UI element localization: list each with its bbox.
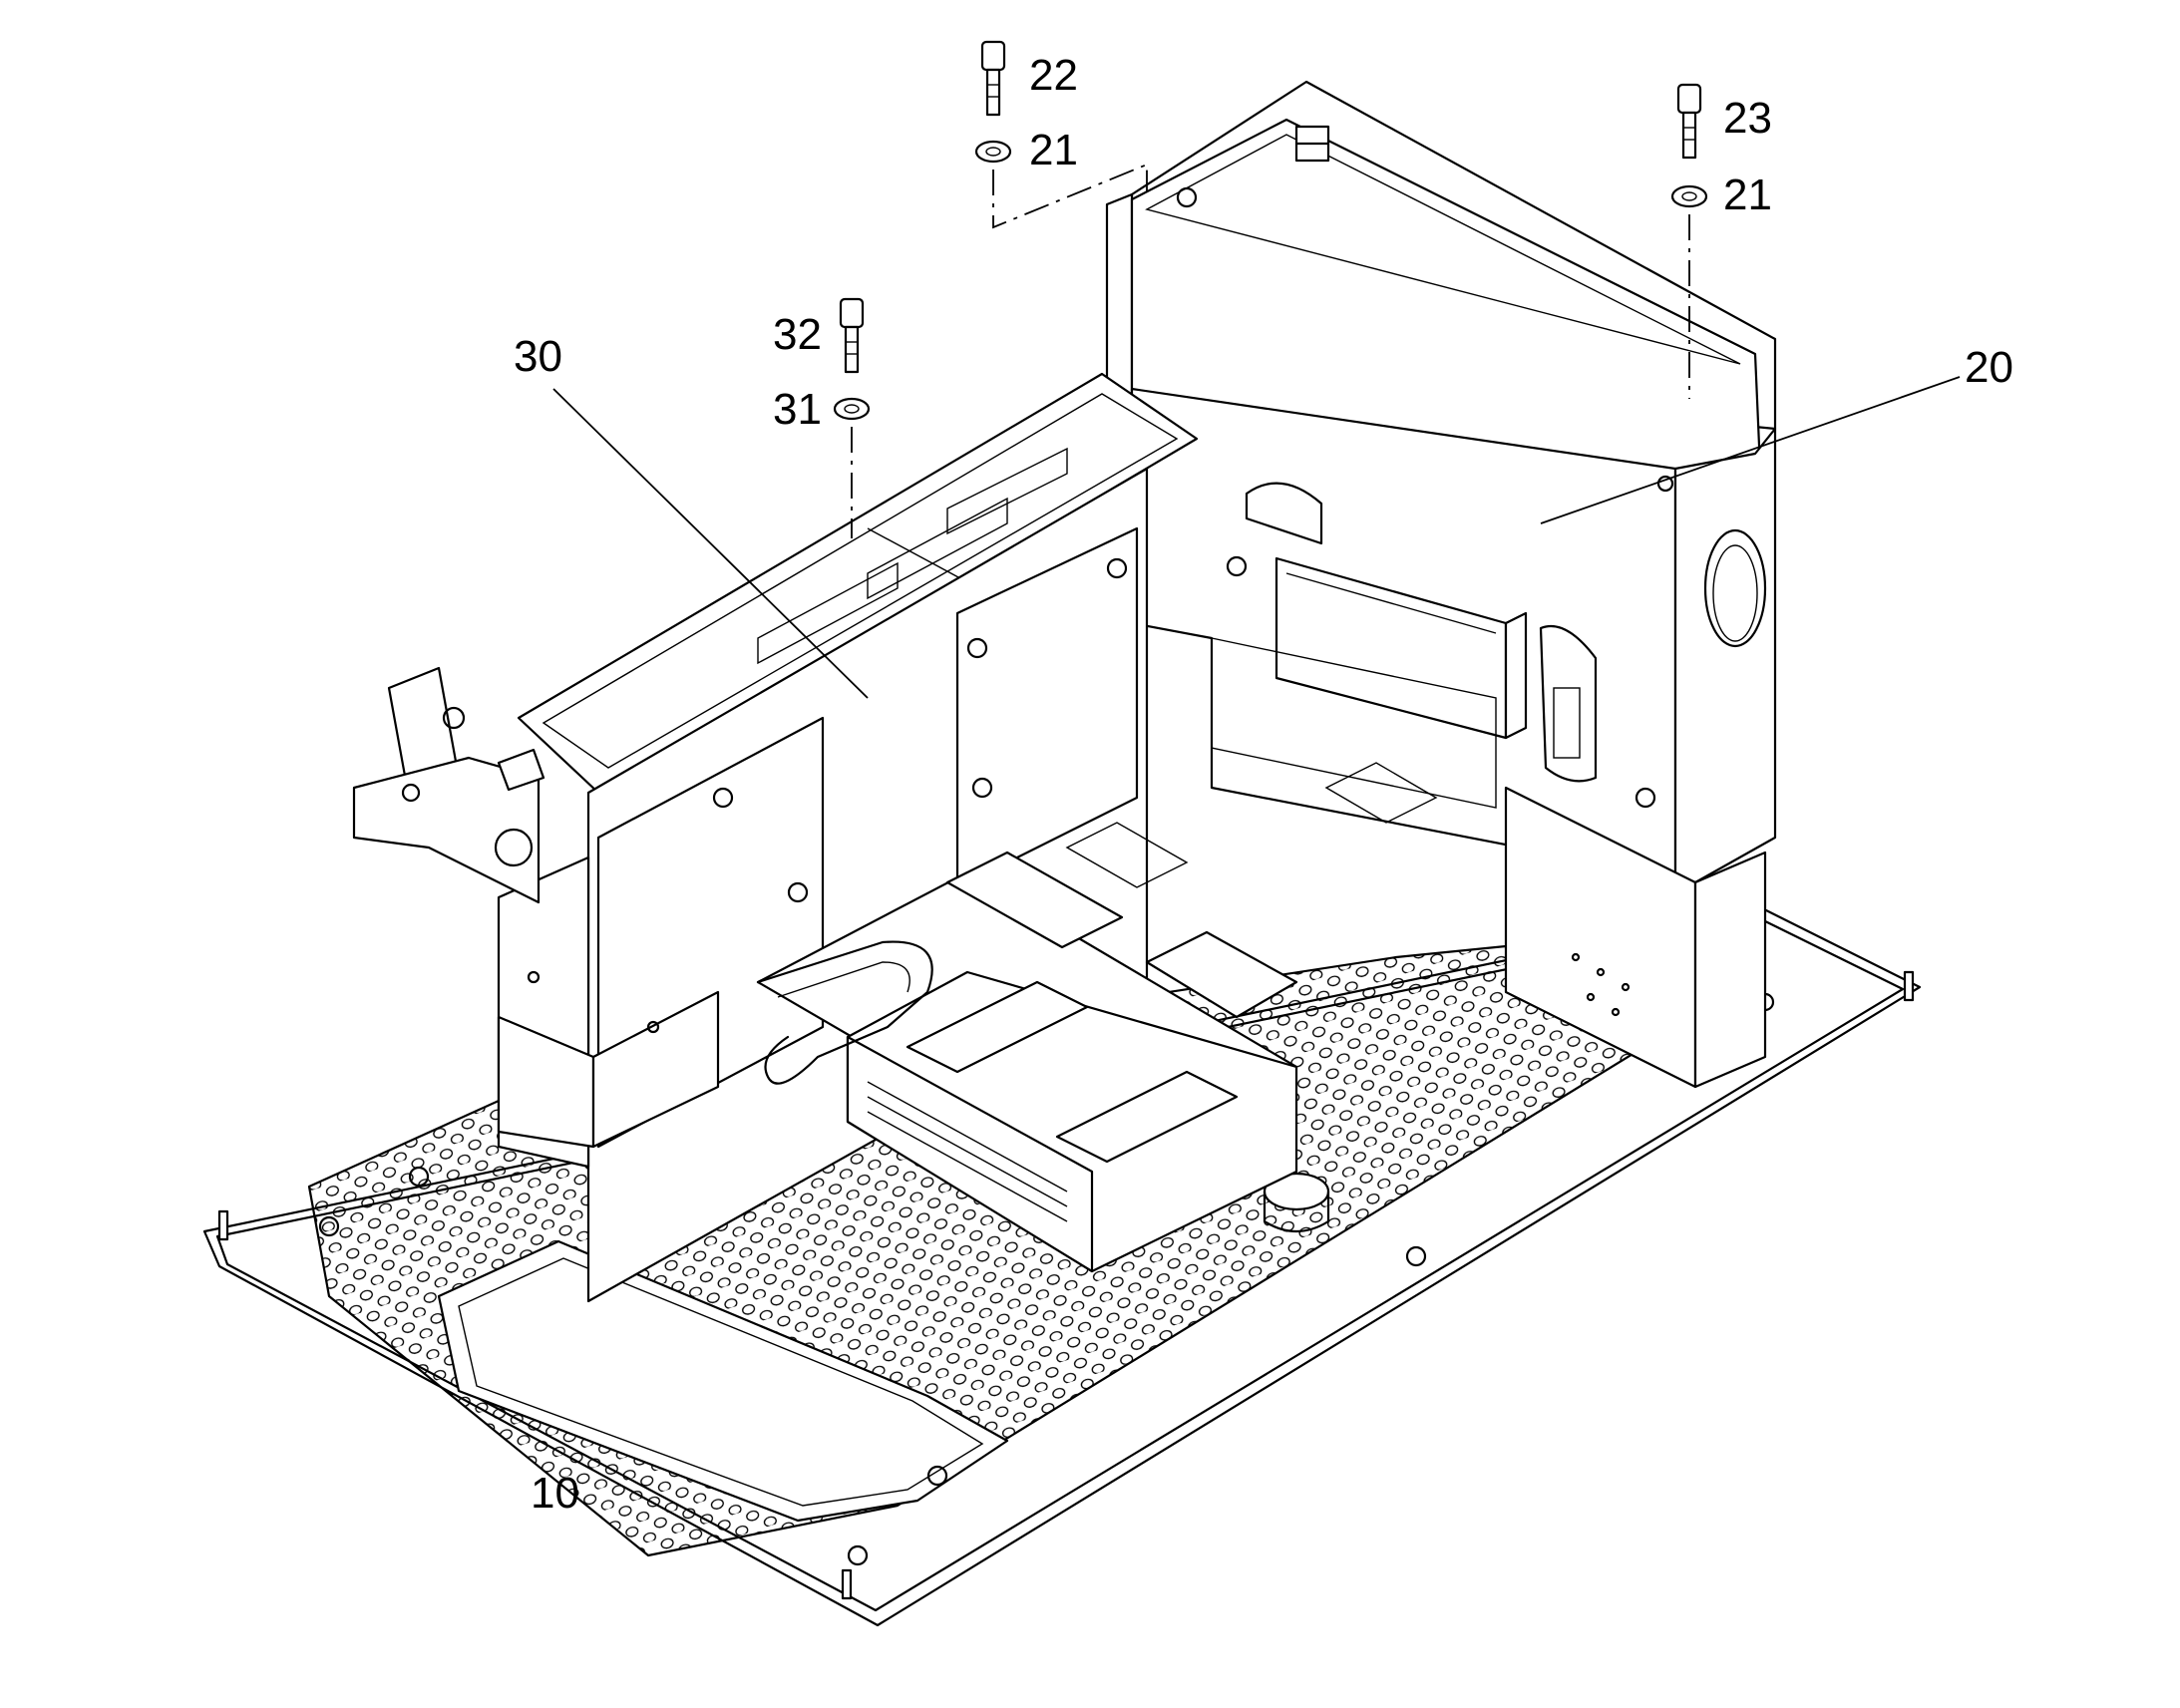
screw-22	[980, 40, 1006, 117]
tray-rails	[757, 447, 1068, 665]
leader-lines	[552, 376, 1961, 699]
cable-loop	[756, 940, 933, 1085]
callout-22: 22	[1029, 51, 1078, 100]
handle	[1539, 624, 1598, 783]
right-housing	[1105, 80, 1777, 1089]
callout-10: 10	[531, 1469, 579, 1518]
callout-20: 20	[1965, 343, 2013, 392]
washer-21-left	[974, 140, 1012, 164]
callout-21-left: 21	[1029, 126, 1078, 174]
hinge	[1294, 125, 1330, 163]
holder-pocket	[1245, 482, 1528, 740]
center-drawer	[756, 762, 1438, 1273]
callout-23: 23	[1723, 94, 1772, 143]
drawer-handles	[906, 980, 1239, 1164]
mounting-bracket	[352, 666, 545, 904]
screw-32	[839, 297, 865, 374]
washer-21-right	[1670, 184, 1708, 208]
column-holes	[1571, 952, 1631, 1017]
callout-32: 32	[773, 310, 822, 359]
callout-21-right: 21	[1723, 171, 1772, 219]
screw-23	[1676, 83, 1702, 160]
hardware	[833, 40, 1708, 538]
callouts: 22 21 23 21 32 31 30 20 10	[514, 51, 2013, 1518]
side-port	[1703, 528, 1767, 648]
left-module	[352, 372, 1199, 1303]
callout-31: 31	[773, 385, 822, 434]
callout-30: 30	[514, 332, 562, 381]
axis-line-21-left	[992, 163, 1148, 229]
vent-grill	[867, 1081, 1068, 1222]
drain-fitting	[1263, 1172, 1330, 1232]
washer-31	[833, 397, 871, 421]
